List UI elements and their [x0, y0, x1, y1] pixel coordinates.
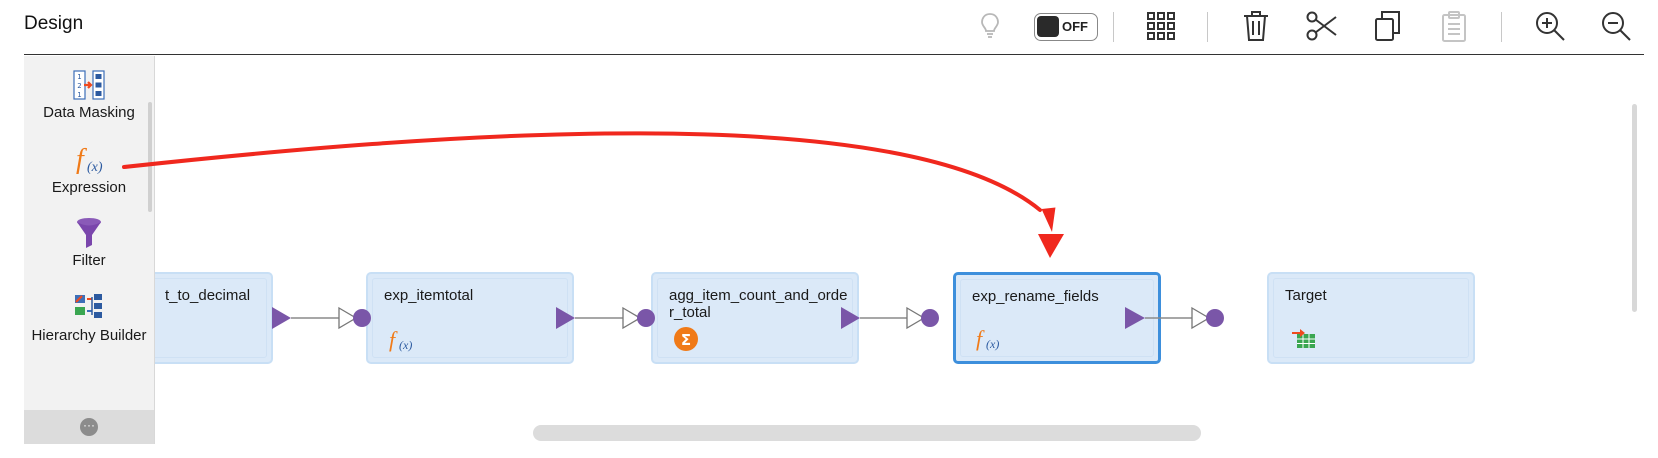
page-title: Design	[24, 13, 84, 34]
arrow-head	[338, 306, 358, 330]
design-header: Design OFF	[0, 0, 1658, 52]
arrow-head	[622, 306, 642, 330]
copy-icon	[1375, 11, 1400, 41]
svg-text:f: f	[76, 144, 87, 175]
output-port	[841, 307, 860, 329]
palette-scrollbar[interactable]	[148, 102, 152, 212]
svg-text:Σ: Σ	[681, 331, 691, 349]
connections	[272, 306, 1224, 330]
hierarchy-builder-icon	[24, 288, 154, 326]
filter-icon	[24, 214, 154, 252]
palette-item-filter[interactable]: Filter	[24, 214, 154, 269]
delete-button[interactable]	[1236, 8, 1276, 44]
expression-icon: f (x)	[975, 326, 1005, 358]
canvas-vertical-scrollbar[interactable]	[1632, 104, 1637, 312]
svg-text:(x): (x)	[986, 337, 999, 351]
palette-item-expression[interactable]: f (x) Expression	[24, 141, 154, 196]
output-port	[1125, 307, 1145, 329]
paste-icon	[1442, 11, 1466, 42]
node-label: exp_rename_fields	[972, 288, 1099, 305]
svg-text:(x): (x)	[87, 160, 103, 175]
palette-item-hierarchy-builder[interactable]: Hierarchy Builder	[24, 288, 154, 346]
arrow-head	[1191, 306, 1211, 330]
toggle-label: OFF	[1062, 19, 1088, 34]
node-label: exp_itemtotal	[384, 287, 474, 304]
data-masking-icon: 1 2 1	[24, 66, 154, 104]
svg-text:f: f	[389, 328, 398, 352]
trash-icon	[1244, 11, 1268, 41]
expression-icon: f (x)	[388, 327, 418, 359]
bulb-icon	[981, 13, 999, 38]
grid-icon	[1147, 12, 1175, 40]
node-label: t_to_decimal	[165, 287, 251, 304]
svg-text:2: 2	[77, 82, 81, 90]
node-target[interactable]: Target	[1267, 272, 1475, 364]
input-port	[1206, 309, 1224, 327]
output-port	[272, 307, 291, 329]
palette-item-label: Filter	[72, 252, 106, 269]
canvas-horizontal-scrollbar[interactable]	[533, 425, 1201, 441]
connector-0-1[interactable]	[272, 306, 371, 330]
svg-text:1: 1	[77, 73, 81, 81]
target-icon	[1291, 326, 1317, 355]
toolbar-divider	[1207, 12, 1208, 42]
more-icon[interactable]: ···	[80, 418, 98, 436]
palette-item-label: Hierarchy Builder	[31, 327, 147, 344]
svg-text:f: f	[976, 327, 985, 351]
node-agg-item-count[interactable]: agg_item_count_and_order_total Σ	[651, 272, 859, 364]
input-port	[921, 309, 939, 327]
transformation-palette: 1 2 1 Data Masking f (x) Expression	[24, 56, 155, 444]
svg-text:(x): (x)	[399, 338, 412, 352]
node-label: Target	[1285, 287, 1327, 304]
connector-1-2[interactable]	[556, 306, 655, 330]
svg-text:1: 1	[77, 91, 81, 99]
toolbar-divider	[1501, 12, 1502, 42]
cut-button[interactable]	[1302, 8, 1342, 44]
expression-icon: f (x)	[24, 141, 154, 179]
bulb-button[interactable]	[970, 8, 1010, 44]
input-port	[353, 309, 371, 327]
input-port	[637, 309, 655, 327]
node-to-decimal[interactable]: t_to_decimal	[155, 272, 273, 364]
palette-footer: ···	[24, 410, 154, 444]
scissors-icon	[1306, 11, 1337, 41]
zoom-out-button[interactable]	[1596, 8, 1636, 44]
paste-button[interactable]	[1434, 8, 1474, 44]
connector-3-4[interactable]	[1125, 306, 1224, 330]
zoom-in-icon	[1536, 12, 1565, 41]
layout-button[interactable]	[1141, 8, 1181, 44]
node-exp-itemtotal[interactable]: exp_itemtotal f (x)	[366, 272, 574, 364]
toolbar-divider	[1113, 12, 1114, 42]
aggregator-icon: Σ	[673, 326, 699, 357]
zoom-in-button[interactable]	[1530, 8, 1570, 44]
output-port	[556, 307, 575, 329]
toggle-knob	[1037, 16, 1059, 37]
header-divider	[24, 54, 1644, 55]
arrow-head	[906, 306, 926, 330]
off-toggle[interactable]: OFF	[1034, 13, 1098, 41]
palette-item-label: Expression	[51, 179, 127, 196]
palette-item-data-masking[interactable]: 1 2 1 Data Masking	[24, 66, 154, 121]
mapping-canvas[interactable]: t_to_decimal exp_itemtotal f (x) agg_ite…	[155, 56, 1658, 444]
copy-button[interactable]	[1368, 8, 1408, 44]
palette-item-label: Data Masking	[43, 104, 135, 121]
zoom-out-icon	[1602, 12, 1631, 41]
connector-2-3[interactable]	[841, 306, 939, 330]
node-label: agg_item_count_and_order_total	[669, 287, 848, 321]
